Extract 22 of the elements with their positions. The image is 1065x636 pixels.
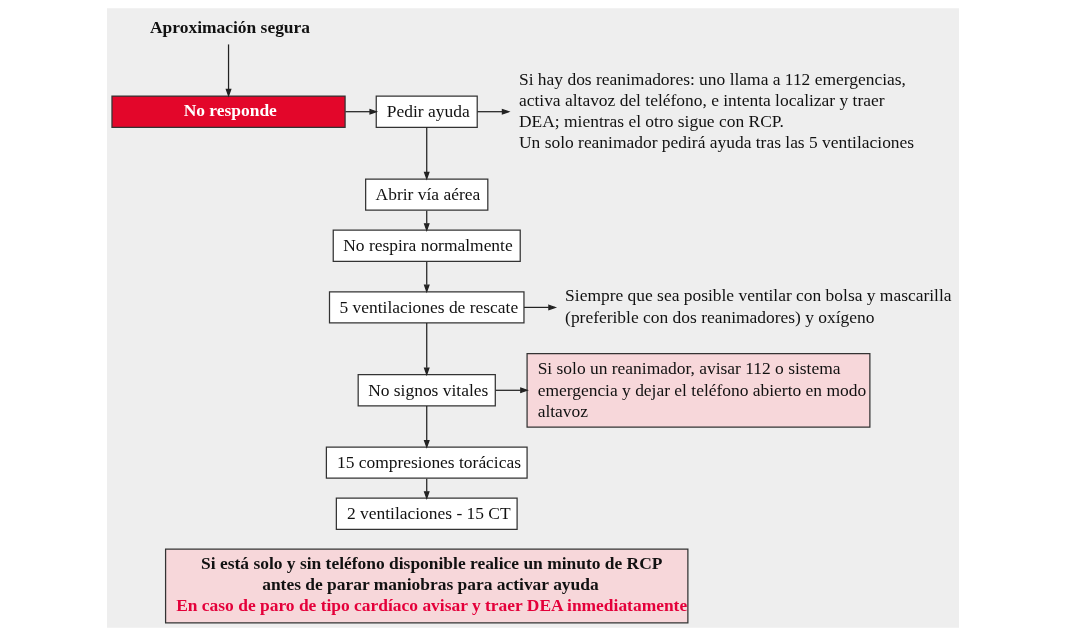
node-box: 5 ventilaciones de rescate — [328, 291, 525, 324]
node-box: 15 compresiones torácicas — [325, 446, 528, 479]
node-box: Pedir ayuda — [375, 95, 478, 128]
arrow — [224, 43, 232, 98]
arrow — [476, 108, 511, 115]
arrow — [522, 304, 557, 311]
node-box: Si solo un reanimador, avisar 112 o sistema emergencia y dejar el teléfono abierto en modo altavoz — [525, 352, 870, 428]
node-box: No respira normalmente — [332, 229, 521, 262]
arrow — [344, 108, 378, 115]
arrow — [423, 261, 430, 294]
arrow — [494, 387, 529, 394]
node-box: No responde — [110, 95, 346, 128]
node-text: Aproximación segura — [149, 16, 310, 37]
node-box: Abrir vía aérea — [364, 178, 488, 211]
node-box: 2 ventilaciones - 15 CT — [335, 497, 518, 530]
node-box: Si está solo y sin teléfono disponible realice un minuto de RCP antes de parar maniobras para activar ayuda En caso de paro de tipo cardíaco avisar y traer DEA inmediatamente — [164, 548, 688, 624]
arrow — [423, 405, 430, 449]
node-text: Siempre que sea posible ventilar con bolsa y mascarilla (preferible con dos reanimadores) y oxígeno — [564, 285, 952, 327]
arrow — [423, 126, 430, 181]
arrow — [423, 322, 430, 377]
node-text: Si hay dos reanimadores: uno llama a 112 emergencias, activa altavoz del teléfono, e intenta localizar y traer DEA; mientras el otro sigue con RCP. Un solo reanimador pedirá ayuda tras las 5 ventilaciones — [518, 68, 914, 153]
node-box: No signos vitales — [357, 374, 496, 407]
